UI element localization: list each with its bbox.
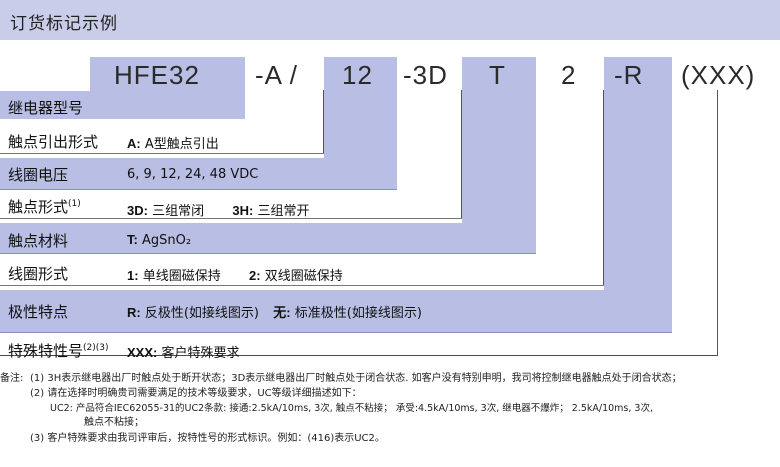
divider [0,189,397,190]
row-label-contact-form: 触点形式(1) [8,198,81,216]
connector-line-terminal [323,90,324,153]
header-bar [0,0,780,40]
note-1: (1) 3H表示继电器出厂时触点处于断开状态；3D表示继电器出厂时触点处于闭合状… [30,373,682,384]
row-desc-special-code: XXX: 客户特殊要求 [127,345,240,361]
code-part-contact-form: -3D [403,60,448,90]
row-desc-coil-voltage: 6, 9, 12, 24, 48 VDC [127,167,259,182]
code-part-coil-type: 2 [561,60,577,90]
row-desc-terminal-type: A: A型触点引出 [127,136,219,152]
code-part-model: HFE32 [114,60,200,90]
code-part-special: (XXX) [681,60,756,90]
row-desc-coil-type: 1: 单线圈磁保持 2: 双线圈磁保持 [127,268,343,284]
connector-line-coil-type [603,90,604,285]
row-label-coil-type: 线圈形式 [8,265,69,283]
row-label-polarity: 极性特点 [8,303,69,321]
code-part-polarity: -R [614,60,644,90]
code-part-coil-voltage: 12 [342,60,373,90]
row-desc-polarity: R: 反极性(如接线图示) 无: 标准极性(如接线图示) [127,305,422,321]
row-band-model [0,91,245,119]
row-label-relay-model: 继电器型号 [8,99,84,117]
code-block-material [462,57,536,253]
connector-line-special [717,90,718,355]
page-title: 订货标记示例 [10,14,118,34]
divider [0,285,604,286]
note-3: (3) 客户特殊要求由我司评审后，按特性号的形式标识。例如：(416)表示UC2… [30,433,385,444]
row-desc-contact-material: T: AgSnO₂ [127,232,192,248]
notes-prefix: 备注: [0,373,24,384]
row-label-coil-voltage: 线圈电压 [8,166,69,184]
row-label-terminal-type: 触点引出形式 [8,133,99,151]
divider [0,253,536,254]
code-block-polarity [604,57,672,332]
divider [0,153,324,154]
note-2: (2) 请在选择时明确贵司需要满足的技术等级要求，UC等级详细描述如下： [30,388,362,399]
code-part-contact-material: T [489,60,506,90]
row-label-special-code: 特殊特性号(2)(3) [8,342,109,360]
row-label-contact-material: 触点材料 [8,232,69,250]
divider [0,332,672,333]
code-part-contact-arrangement: -A / [255,60,299,90]
note-2-uc2-cont: 触点不粘接； [84,417,144,428]
divider [0,355,718,356]
row-band-voltage [0,158,397,189]
row-band-material [0,223,536,253]
connector-line-contact-form [461,90,462,218]
divider [0,218,462,219]
row-desc-contact-form: 3D: 三组常闭 3H: 三组常开 [127,203,310,219]
note-2-uc2: UC2: 产品符合IEC62055-31的UC2条款: 接通:2.5kA/10m… [50,403,653,414]
row-band-polarity [0,290,672,332]
